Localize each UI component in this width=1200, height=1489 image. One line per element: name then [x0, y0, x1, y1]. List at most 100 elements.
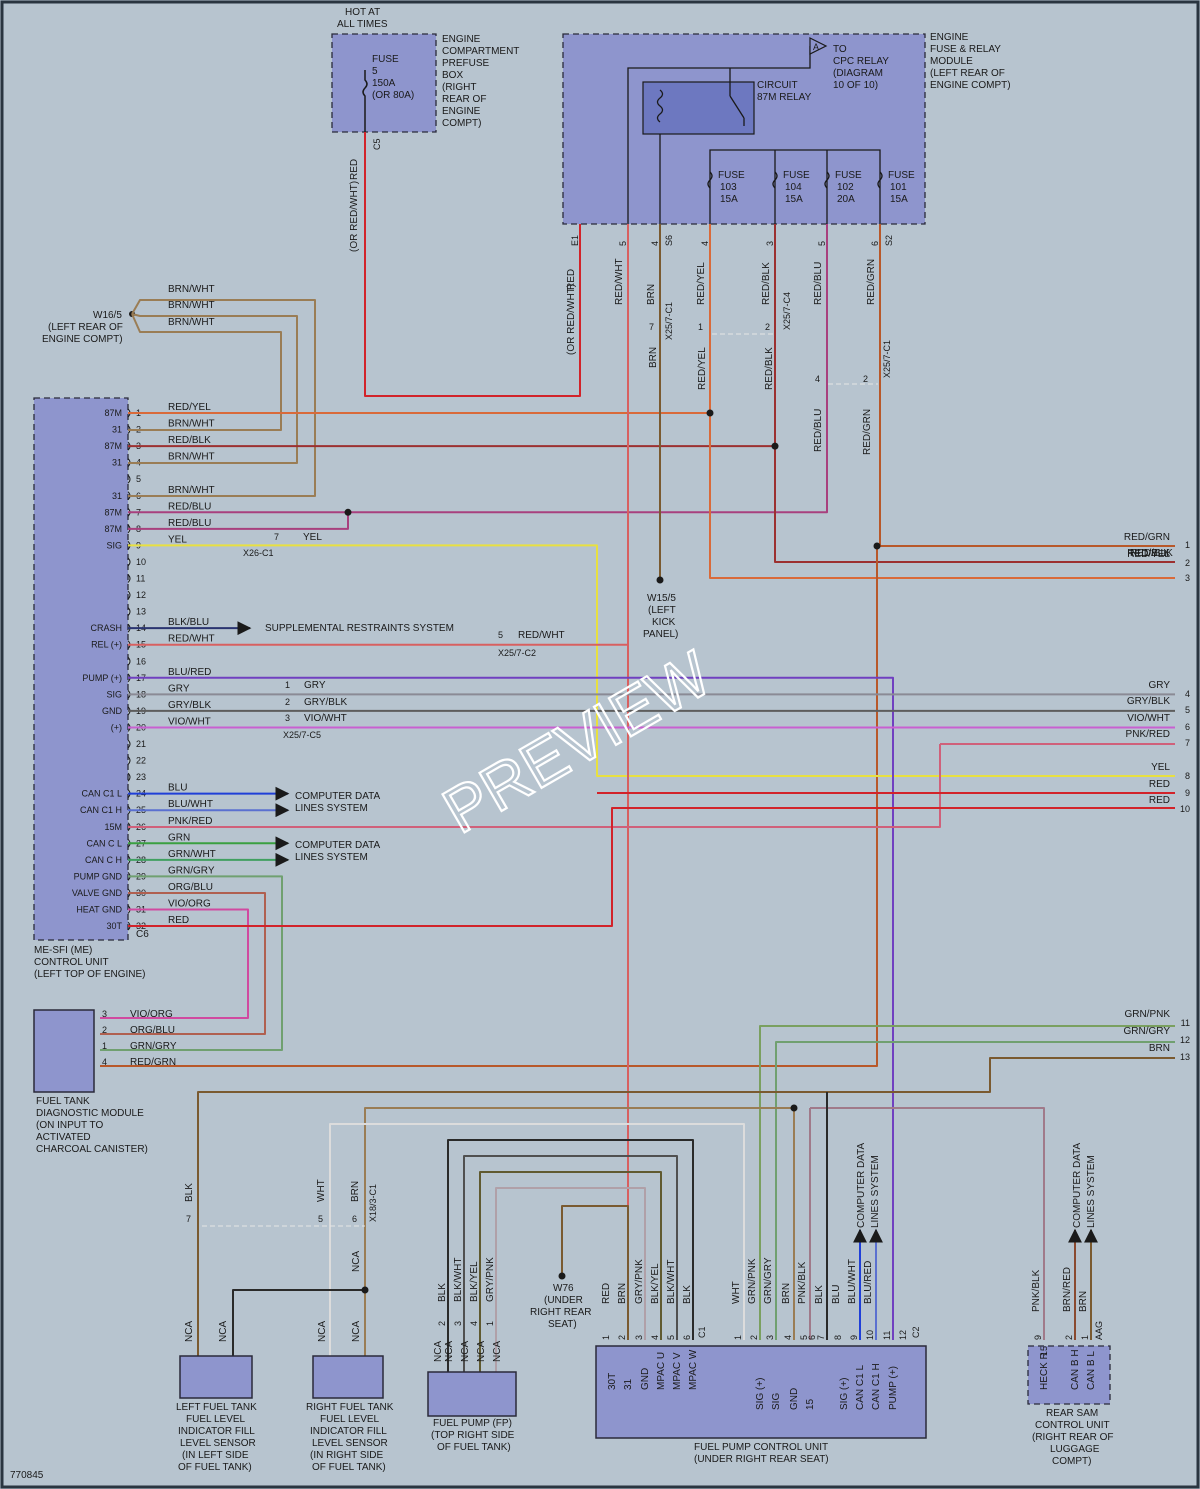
- ecu-pin-label: 30T: [106, 921, 122, 931]
- wire-redgrn-out: [879, 224, 1175, 547]
- fpcu-c2-wire: BLU/WHT: [847, 1259, 858, 1304]
- x257c5-wire-2: GRY/BLK: [304, 697, 347, 708]
- offpage-num: 13: [1180, 1052, 1190, 1062]
- ecu-wire-label: RED/BLU: [168, 501, 211, 512]
- fpcu-conn1: C1: [697, 1326, 707, 1338]
- ecu-pin-label: CAN C H: [85, 855, 122, 865]
- offpage-num: 2: [1185, 558, 1190, 568]
- pump-nca: NCA: [433, 1341, 444, 1362]
- x183c1-wire-3: BRN: [350, 1181, 361, 1202]
- fpcu-c2-label: SIG: [771, 1393, 782, 1410]
- prefuse-title-2: COMPARTMENT: [442, 46, 519, 57]
- ecu-title-2: CONTROL UNIT: [34, 957, 109, 968]
- x257c1a-pin: 7: [649, 322, 654, 332]
- module-wire-label: RED/BLK: [761, 262, 772, 305]
- x257c5-pin-2: 2: [285, 697, 290, 707]
- fpcu-cdl-1: COMPUTER DATA: [856, 1142, 867, 1228]
- fpcu-c2-wire: BLU/RED: [863, 1261, 874, 1304]
- ecu-pin-label: CAN C L: [86, 838, 122, 848]
- ecu-pin-num: 10: [136, 557, 146, 567]
- fpcu-c1-label: MPAC V: [672, 1352, 683, 1390]
- module-pin-num: 6: [870, 241, 880, 246]
- ecu-wire-label: BRN/WHT: [168, 452, 215, 463]
- wires: [100, 132, 1175, 1372]
- ecu-wire-label: RED/WHT: [168, 634, 215, 645]
- rsam-pin-conn: 15: [1039, 1346, 1049, 1356]
- fpcu-c2-pin-num: 10: [865, 1330, 875, 1340]
- relay-label-2: 87M RELAY: [757, 92, 812, 103]
- wire-ground-brnwht-b: [128, 313, 298, 464]
- offpage-wire-label: GRN/GRY: [1124, 1026, 1171, 1037]
- prefuse-wire-label: RED: [349, 159, 360, 180]
- x257c4-wire-b: RED/BLK: [764, 347, 775, 390]
- offpage-wire-label: GRN/PNK: [1124, 1009, 1170, 1020]
- prefuse-fuse-alt: (OR 80A): [372, 90, 414, 101]
- w76-label: W76: [553, 1283, 574, 1294]
- left-sensor-nca-2: NCA: [218, 1321, 229, 1342]
- fuse-amp: 15A: [785, 194, 803, 205]
- fpcu-c2-wire: GRN/PNK: [747, 1258, 758, 1304]
- fuse-name: FUSE: [835, 170, 862, 181]
- wire-redblk-out: [774, 224, 1175, 563]
- offpage-num: 10: [1180, 804, 1190, 814]
- ecu-pin-mark: [127, 656, 131, 666]
- relay-coil-symbol: [656, 89, 664, 123]
- cpc-note-2: CPC RELAY: [833, 56, 889, 67]
- fpcu-c2-label: CAN C1 L: [855, 1365, 866, 1410]
- ecu-pin-label: CRASH: [90, 623, 122, 633]
- x257c5-pin-1: 1: [285, 680, 290, 690]
- ftdm-wire-label: RED/GRN: [130, 1057, 176, 1068]
- ecu-pin-label: PUMP (+): [82, 673, 122, 683]
- fpcu-c2-label: SIG (+): [839, 1377, 850, 1410]
- fpcu-c1-label: GND: [640, 1368, 651, 1390]
- rsam-pin-label: CAN B H: [1070, 1349, 1081, 1390]
- ecu-wire-label: GRN/WHT: [168, 849, 216, 860]
- w155-text-1: (LEFT: [648, 605, 676, 616]
- cpc-arrow-symbol: [809, 37, 828, 55]
- ecu-wire-label: GRY/BLK: [168, 700, 211, 711]
- ftdm-pin-num: 3: [102, 1009, 107, 1019]
- pump-wire-label: GRY/PNK: [485, 1257, 496, 1302]
- ecu-pin-mark: [127, 574, 131, 583]
- wire-brn-13: [197, 1057, 1175, 1356]
- x257c4-name: X25/7-C4: [782, 292, 792, 330]
- connectors: 7 X25/7-C1 BRN 1 2 X25/7-C4 RED/YEL RED/…: [184, 292, 892, 1227]
- ecu-pin-label: 87M: [104, 524, 122, 534]
- wire-blkwht-pump: [463, 1155, 678, 1372]
- ecu-pin-label: PUMP GND: [74, 871, 123, 881]
- prefuse-fuse-label: FUSE: [372, 54, 399, 65]
- x257c1a-wire: BRN: [648, 347, 659, 368]
- fpcu-c2-wire: GRN/GRY: [763, 1257, 774, 1304]
- ftdm-title-5: CHARCOAL CANISTER): [36, 1144, 148, 1155]
- x257c5-name: X25/7-C5: [283, 730, 321, 740]
- ftdm-title-3: (ON INPUT TO: [36, 1120, 103, 1131]
- prefuse-title-5: (RIGHT: [442, 82, 476, 93]
- fpcu-c1-pin-num: 4: [650, 1335, 660, 1340]
- prefuse-title-7: ENGINE: [442, 106, 481, 117]
- ecu-pin-num: 11: [136, 574, 145, 584]
- ecu-wire-label: BRN/WHT: [168, 419, 215, 430]
- ecu-conn: C6: [136, 929, 149, 940]
- pump-pin-num: 3: [453, 1321, 463, 1326]
- offpage-num: 6: [1185, 722, 1190, 732]
- ecu-pin-label: REL (+): [91, 640, 122, 650]
- fpcu-cdl-2: LINES SYSTEM: [870, 1155, 881, 1228]
- ecu-title-1: ME-SFI (ME): [34, 945, 92, 956]
- pump-wire-label: BLK/YEL: [469, 1261, 480, 1302]
- fuse-symbol: [824, 171, 830, 189]
- offpage-wire-label: VIO/WHT: [1127, 713, 1170, 724]
- pump-title-1: FUEL PUMP (FP): [433, 1418, 512, 1429]
- module-title-5: ENGINE COMPT): [930, 80, 1011, 91]
- left-fuel-level-sensor: NCA NCA LEFT FUEL TANK FUEL LEVEL INDICA…: [176, 1321, 257, 1473]
- module-pin-num: 5: [618, 241, 628, 246]
- x257c2-pin: 5: [498, 630, 503, 640]
- ftdm-wire-label: ORG/BLU: [130, 1025, 175, 1036]
- ecu-pin-label: (+): [111, 722, 122, 732]
- module-wire-label: RED/GRN: [866, 259, 877, 305]
- cpc-note-3: (DIAGRAM: [833, 68, 883, 79]
- ecu-wire-label: BLU/WHT: [168, 799, 213, 810]
- cdl-label-2: LINES SYSTEM: [295, 803, 368, 814]
